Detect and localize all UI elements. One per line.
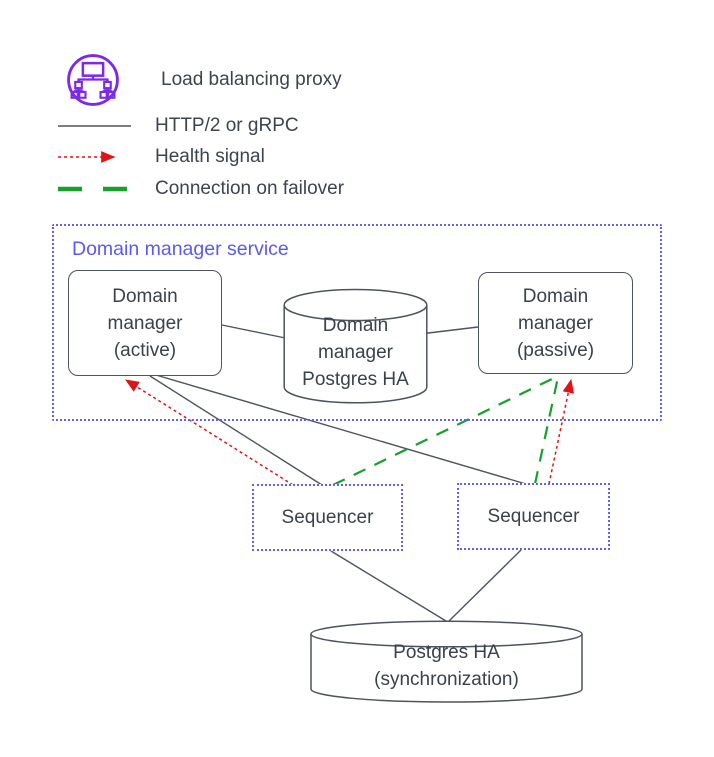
link-db-to-passive <box>419 326 479 335</box>
legend-label-connection-on-failover: Connection on failover <box>155 178 345 199</box>
domain-manager-postgres-label: Domain manager Postgres HA <box>302 315 409 390</box>
domain-manager-service-title: Domain manager service <box>72 238 289 260</box>
failover-link-sequencer-left-to-passive <box>332 376 557 486</box>
domain-manager-service-container <box>52 224 662 421</box>
link-active-to-sequencer-left <box>149 375 323 486</box>
postgres-ha-sync-node: Postgres HA (synchronization) <box>310 620 583 704</box>
domain-manager-postgres-node: Domain manager Postgres HA <box>283 288 428 405</box>
sequencer-left-node: Sequencer <box>252 484 403 551</box>
link-active-to-db <box>221 324 296 341</box>
domain-manager-passive-label: Domain manager (passive) <box>516 285 595 361</box>
sequencer-right-node: Sequencer <box>457 483 610 550</box>
domain-manager-passive-node: Domain manager (passive) <box>478 272 633 374</box>
domain-manager-active-node: Domain manager (active) <box>68 270 222 376</box>
postgres-ha-sync-label: Postgres HA (synchronization) <box>374 642 519 690</box>
domain-manager-active-label: Domain manager (active) <box>107 285 183 361</box>
legend-label-load-balancing-proxy: Load balancing proxy <box>161 69 342 90</box>
link-sequencer-left-to-syncdb <box>330 550 447 622</box>
load-balancer-icon <box>66 53 120 107</box>
health-signal-sequencer-left-to-active <box>125 379 294 486</box>
sequencer-right-label: Sequencer <box>487 505 580 527</box>
legend-label-http2-grpc: HTTP/2 or gRPC <box>155 115 299 136</box>
sequencer-left-label: Sequencer <box>281 506 374 528</box>
link-active-to-sequencer-right <box>155 374 527 485</box>
legend-label-health-signal: Health signal <box>155 146 265 167</box>
failover-link-sequencer-right-to-passive <box>533 376 560 485</box>
link-sequencer-right-to-syncdb <box>448 549 522 622</box>
